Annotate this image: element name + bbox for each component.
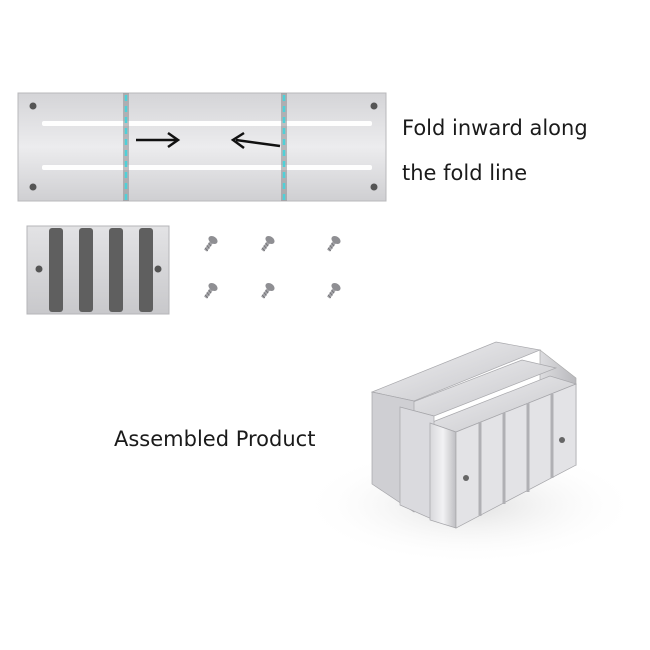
metal-plate <box>17 92 387 202</box>
fold-caption-line-2: the fold line <box>402 161 528 186</box>
fold-line-left <box>123 93 129 201</box>
screw-icon <box>204 235 341 299</box>
screw <box>204 235 218 252</box>
screw <box>261 282 275 299</box>
fold-caption-line-1: Fold inward along <box>402 116 588 140</box>
fold-line-right <box>281 93 287 201</box>
rubber-pad <box>26 225 170 315</box>
arrow-right-icon <box>136 131 181 149</box>
arrow-left-icon <box>230 131 281 150</box>
screw <box>327 282 341 299</box>
assembled-product-caption: Assembled Product <box>114 427 316 451</box>
fold-instruction-caption: Fold inward along the fold line <box>402 116 588 185</box>
screw <box>327 235 341 252</box>
screw <box>261 235 275 252</box>
assembled-product <box>300 341 640 565</box>
screw <box>204 282 218 299</box>
